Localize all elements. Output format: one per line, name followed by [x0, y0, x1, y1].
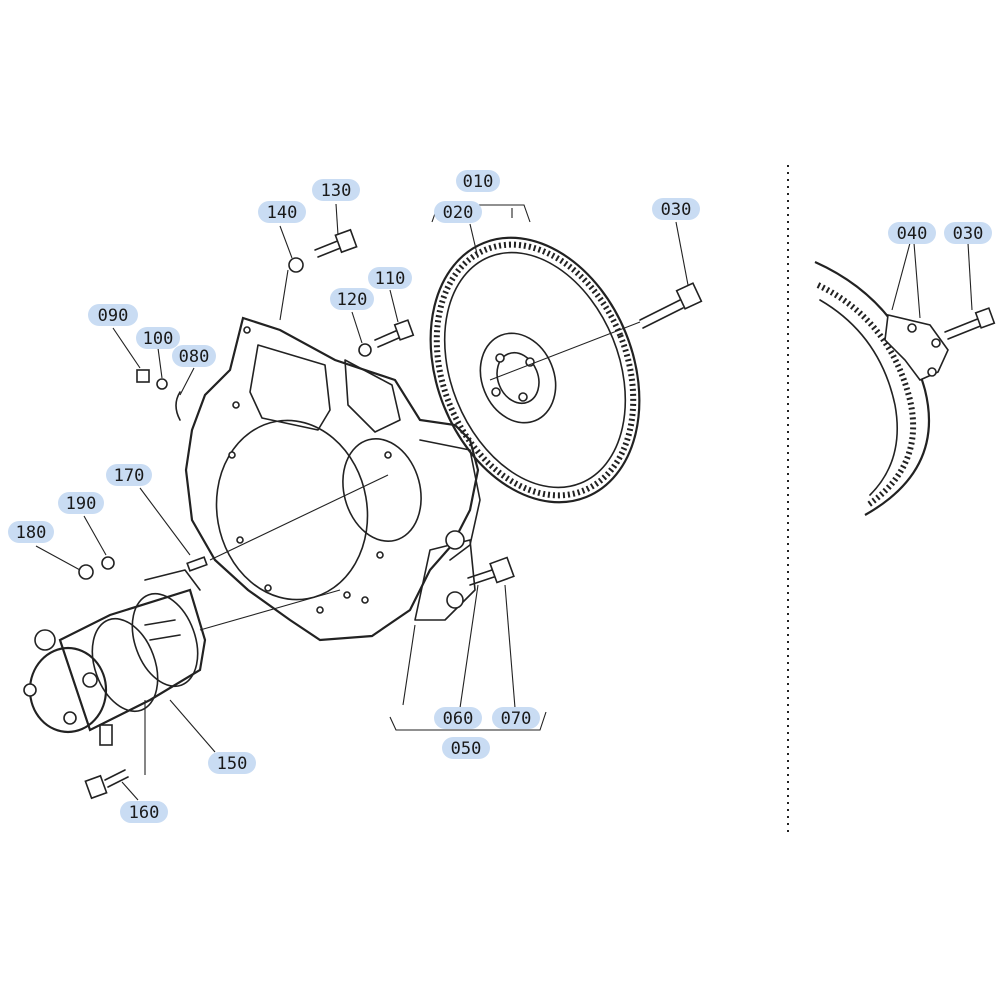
- callout-150: 150: [208, 752, 256, 774]
- part-number-070: 070: [501, 709, 532, 729]
- flywheel-bolt: [489, 282, 703, 381]
- callout-030-detail: 030: [944, 222, 992, 244]
- callout-160: 160: [120, 801, 168, 823]
- part-number-080: 080: [179, 347, 210, 367]
- callout-030-main: 030: [652, 198, 700, 220]
- callout-130: 130: [312, 179, 360, 201]
- small-fasteners-left: [136, 369, 181, 421]
- detail-ring-gear: [814, 260, 996, 516]
- part-number-160: 160: [129, 803, 160, 823]
- part-number-030-main: 030: [661, 200, 692, 220]
- part-number-050: 050: [451, 739, 482, 759]
- part-number-100: 100: [143, 329, 174, 349]
- part-number-120: 120: [337, 290, 368, 310]
- callout-060: 060: [434, 707, 482, 729]
- part-number-140: 140: [267, 203, 298, 223]
- housing-bolt-top: [279, 228, 358, 321]
- callout-070: 070: [492, 707, 540, 729]
- flywheel-housing: [184, 316, 481, 642]
- part-number-130: 130: [321, 181, 352, 201]
- part-number-060: 060: [443, 709, 474, 729]
- callout-180: 180: [8, 521, 54, 543]
- part-number-150: 150: [217, 754, 248, 774]
- callout-140: 140: [258, 201, 306, 223]
- callout-190: 190: [58, 492, 104, 514]
- callout-110: 110: [368, 267, 412, 289]
- part-number-170: 170: [114, 466, 145, 486]
- starter-bolt: [84, 769, 129, 800]
- part-number-110: 110: [375, 269, 406, 289]
- callout-050: 050: [442, 737, 490, 759]
- leader-lines: [35, 203, 973, 801]
- flywheel: [429, 236, 641, 504]
- part-number-090: 090: [98, 306, 129, 326]
- starter-stud: [78, 474, 389, 580]
- housing-bolt-mid: [358, 319, 415, 357]
- callout-080: 080: [172, 345, 216, 367]
- part-number-190: 190: [66, 494, 97, 514]
- part-number-010: 010: [463, 172, 494, 192]
- callout-100: 100: [136, 327, 180, 349]
- callout-170: 170: [106, 464, 152, 486]
- callout-120: 120: [330, 288, 374, 310]
- starter-motor: [23, 569, 341, 746]
- part-number-040: 040: [897, 224, 928, 244]
- housing-bolt-right: [467, 556, 515, 586]
- part-number-180: 180: [16, 523, 47, 543]
- callout-040: 040: [888, 222, 936, 244]
- callout-020: 020: [434, 201, 482, 223]
- callout-010: 010: [456, 170, 500, 192]
- callout-090: 090: [88, 304, 138, 326]
- part-number-030-detail: 030: [953, 224, 984, 244]
- part-number-020: 020: [443, 203, 474, 223]
